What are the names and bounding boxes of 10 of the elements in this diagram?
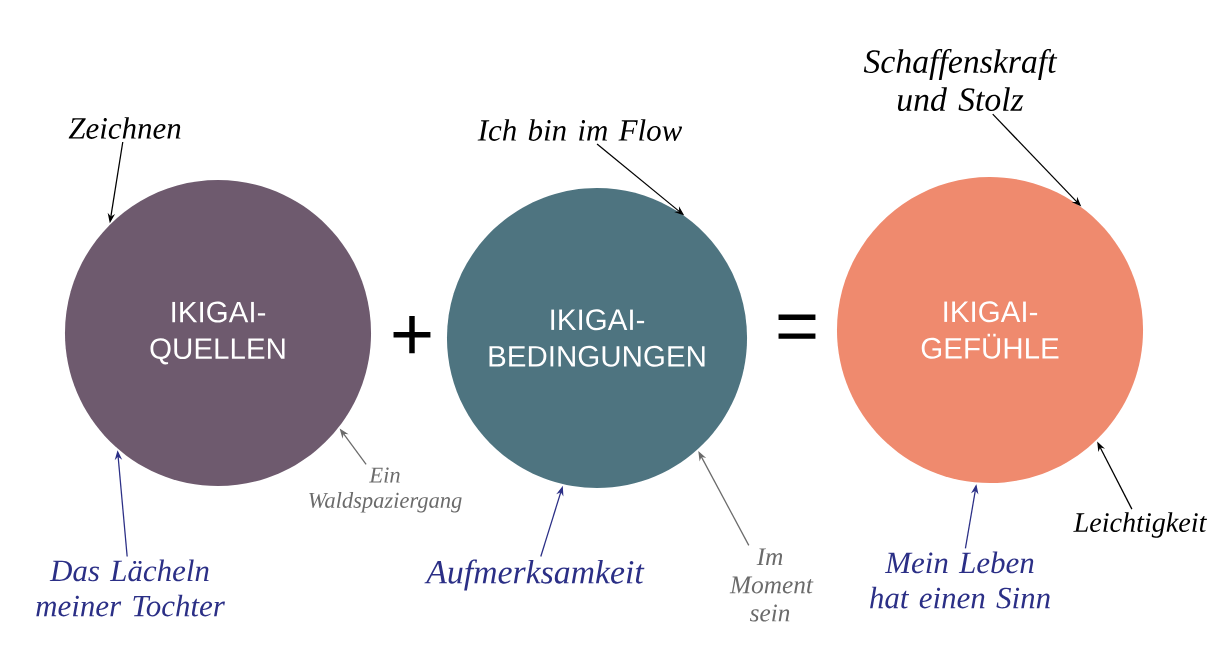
- annotation: Leichtigkeit: [1073, 512, 1207, 538]
- operator-sign: +: [393, 316, 431, 354]
- annotation: Das Lächeln meiner Tochter: [36, 559, 225, 617]
- annotation: Im Moment sein: [729, 548, 814, 622]
- annotation: Zeichnen: [68, 117, 181, 139]
- annotation: Mein Leben hat einen Sinn: [870, 551, 1050, 609]
- annotation: Aufmerksamkeit: [424, 559, 645, 591]
- annotation: Schaffenskraft und Stolz: [863, 48, 1058, 112]
- annotation: Ich bin im Flow: [477, 119, 683, 141]
- operator-sign: =: [778, 314, 816, 339]
